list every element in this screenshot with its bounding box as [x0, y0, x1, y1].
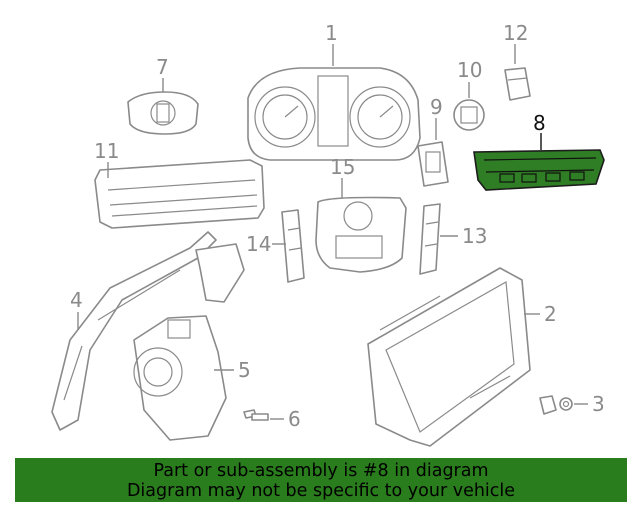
part-10-round-switch [453, 99, 485, 131]
callout-14: 14 [246, 232, 271, 256]
callout-1: 1 [325, 21, 338, 45]
callout-2: 2 [544, 302, 557, 326]
callout-4: 4 [70, 288, 83, 312]
part-5-actuator [133, 315, 227, 441]
notice-banner: Part or sub-assembly is #8 in diagram Di… [15, 458, 627, 502]
part-14-left-trim-switch [281, 209, 305, 283]
callout-11: 11 [94, 139, 119, 163]
part-9-module [417, 141, 449, 187]
part-7-headlamp-switch [127, 91, 199, 135]
callout-10: 10 [457, 58, 482, 82]
callout-9: 9 [430, 95, 443, 119]
callout-6: 6 [288, 407, 301, 431]
callout-5: 5 [238, 358, 251, 382]
part-4-air-duct [51, 231, 245, 431]
callout-12: 12 [503, 21, 528, 45]
part-11-climate-panel [94, 159, 265, 229]
part-1-instrument-cluster [247, 67, 421, 161]
part-12-small-switch [504, 67, 531, 101]
callout-13: 13 [462, 224, 487, 248]
part-15-console-bezel [315, 196, 407, 273]
callout-8: 8 [533, 111, 546, 135]
callout-7: 7 [156, 55, 169, 79]
callout-3: 3 [592, 392, 605, 416]
part-13-right-trim-switch [419, 203, 441, 275]
banner-line-1: Part or sub-assembly is #8 in diagram [153, 461, 489, 481]
part-2-display-screen [367, 267, 531, 447]
part-8-switch-panel-highlighted [473, 149, 605, 191]
part-6-bolt [243, 409, 269, 421]
part-3-grommet [539, 395, 573, 415]
banner-line-2: Diagram may not be specific to your vehi… [126, 481, 516, 501]
callout-15: 15 [330, 155, 355, 179]
